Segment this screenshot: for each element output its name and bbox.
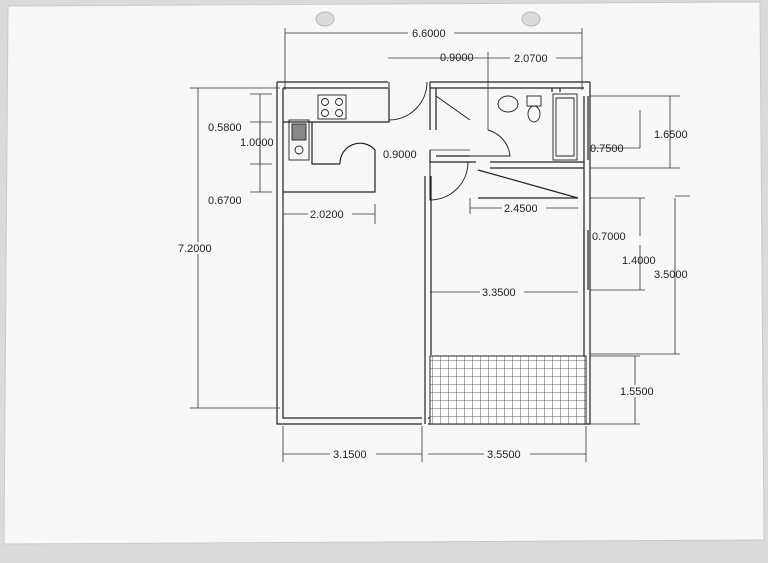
fixtures (288, 93, 578, 161)
total-width-label: 6.6000 (412, 28, 446, 40)
sink-length-label: 1.0000 (240, 137, 274, 149)
bed-width-label: 3.3500 (482, 287, 516, 299)
kitchen-bottom-label: 0.6700 (208, 195, 242, 207)
bed-height-label: 3.5000 (654, 269, 688, 281)
bath-height-label: 1.6500 (654, 129, 688, 141)
right-width-label: 3.5500 (487, 449, 521, 461)
balcony-tiles (429, 355, 587, 425)
hall-door-label: 0.9000 (383, 149, 417, 161)
balcony-depth-label: 1.5500 (620, 386, 654, 398)
left-width-label: 3.1500 (333, 449, 367, 461)
doors (388, 81, 511, 201)
total-height-label: 7.2000 (178, 243, 212, 255)
bath-width-label: 2.0700 (514, 53, 548, 65)
kitchen-top-label: 0.5800 (208, 122, 242, 134)
dimension-labels: 6.6000 0.9000 2.0700 1.6500 0.7500 0.580… (176, 27, 688, 461)
counter-length-label: 2.0200 (310, 209, 344, 221)
bed-window-pos-label: 1.4000 (622, 255, 656, 267)
bath-window-label: 0.7500 (590, 143, 624, 155)
bed-window-label: 0.7000 (592, 231, 626, 243)
door-width-label: 0.9000 (440, 52, 474, 64)
closet-width-label: 2.4500 (504, 203, 538, 215)
